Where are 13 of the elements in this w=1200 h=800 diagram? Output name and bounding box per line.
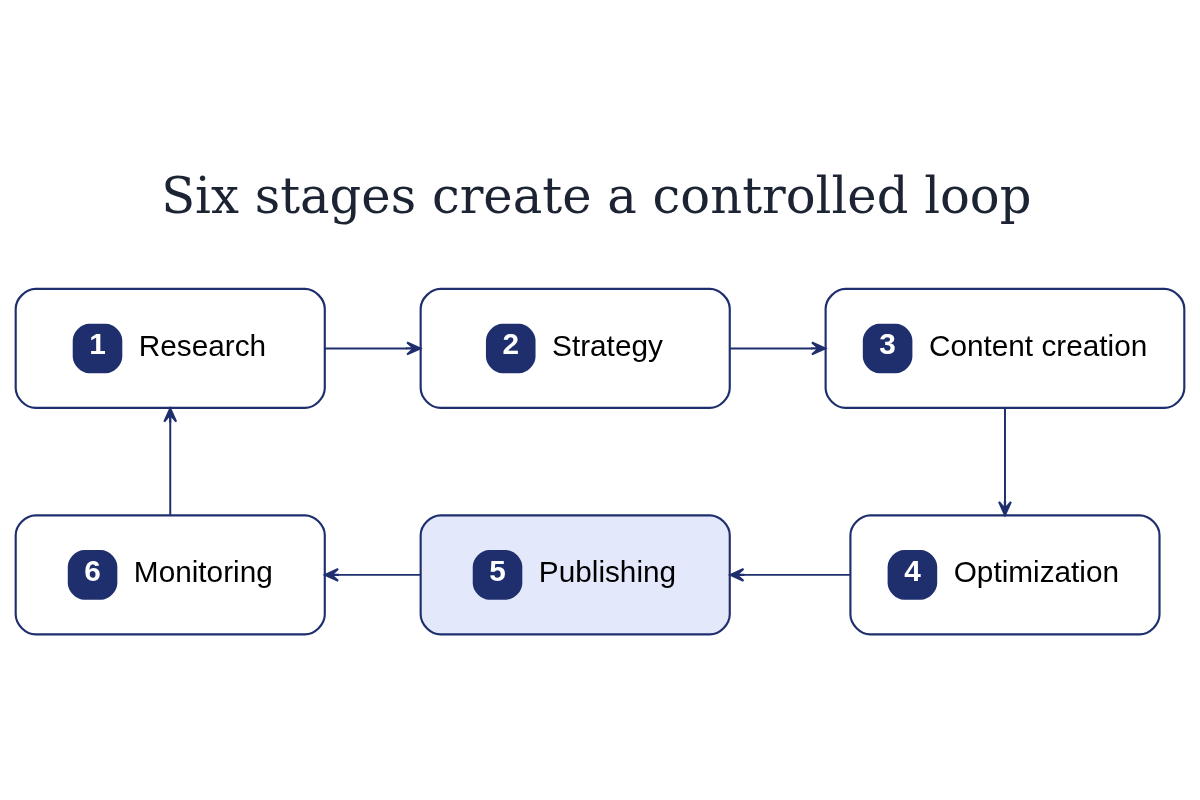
arrow xyxy=(729,567,851,582)
arrow xyxy=(163,406,178,516)
arrow xyxy=(323,341,422,355)
arrow xyxy=(729,341,827,355)
node-box: 1 Research xyxy=(14,287,326,409)
node-box: 2 Strategy xyxy=(419,287,731,409)
node-box: 6 Monitoring xyxy=(14,513,326,635)
node-box: 4 Optimization xyxy=(849,513,1161,635)
arrow xyxy=(998,406,1012,516)
node-box: 5 Publishing xyxy=(419,513,731,635)
diagram-title: Six stages create a controlled loop xyxy=(161,166,1032,225)
node-box: 3 Content creation xyxy=(824,287,1186,409)
arrow xyxy=(323,567,422,582)
